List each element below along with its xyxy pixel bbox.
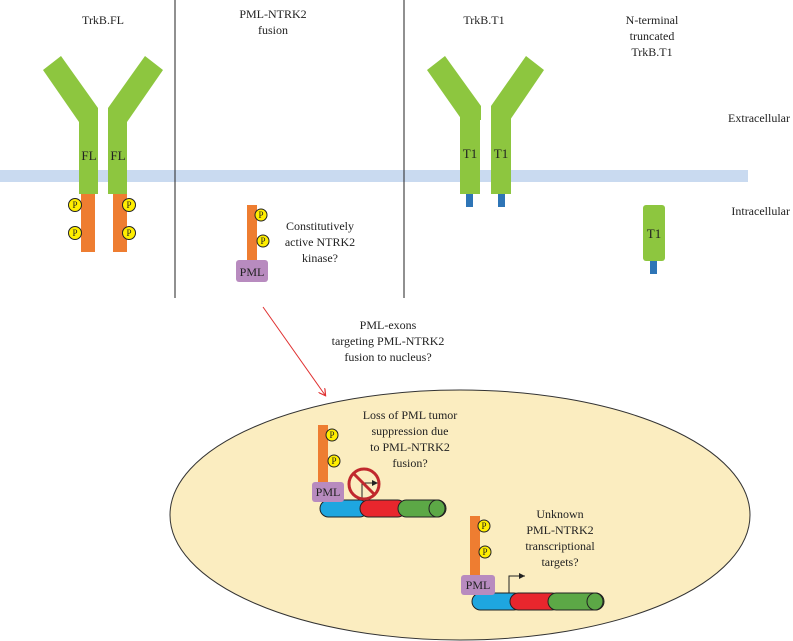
- constitutive-annotation-line2: active NTRK2: [285, 235, 355, 249]
- title-nterm-line1: N-terminal: [626, 13, 679, 27]
- svg-text:P: P: [126, 200, 131, 210]
- pml-domain-label: PML: [316, 485, 341, 499]
- svg-text:P: P: [329, 430, 334, 440]
- nucleus: [169, 389, 751, 641]
- trkb-t1-receptor: [427, 56, 544, 207]
- trkb-fl-receptor: [43, 56, 163, 252]
- phospho-site: P: [122, 226, 136, 240]
- unknown-annotation-line4: targets?: [541, 555, 578, 569]
- title-nterm-line2: truncated: [630, 29, 675, 43]
- t1-label-right: T1: [494, 146, 508, 161]
- intracellular-label: Intracellular: [731, 204, 790, 218]
- phospho-site: P: [122, 198, 136, 212]
- nterm-t1-label: T1: [647, 226, 661, 241]
- pml-ntrk2-fusion-protein: [236, 205, 268, 282]
- phospho-site: P: [325, 428, 339, 442]
- svg-text:P: P: [482, 547, 487, 557]
- title-pml-ntrk2-line2: fusion: [258, 23, 288, 37]
- phospho-site: P: [256, 234, 270, 248]
- phospho-site: P: [327, 454, 341, 468]
- unknown-annotation-line1: Unknown: [536, 507, 583, 521]
- svg-text:P: P: [258, 210, 263, 220]
- dna-segment-upper: [319, 499, 447, 518]
- svg-text:P: P: [260, 236, 265, 246]
- loss-annotation-line2: suppression due: [372, 424, 449, 438]
- phospho-site: P: [254, 208, 268, 222]
- svg-text:P: P: [331, 456, 336, 466]
- extracellular-label: Extracellular: [728, 111, 790, 125]
- loss-annotation-line4: fusion?: [392, 456, 427, 470]
- dna-segment-lower: [471, 592, 605, 611]
- svg-text:P: P: [72, 228, 77, 238]
- fl-label-right: FL: [110, 148, 125, 163]
- title-trkb-t1: TrkB.T1: [463, 13, 504, 27]
- exons-annotation-line1: PML-exons: [360, 318, 417, 332]
- phospho-site: P: [478, 545, 492, 559]
- svg-text:P: P: [72, 200, 77, 210]
- constitutive-annotation-line1: Constitutively: [286, 219, 354, 233]
- t1-label-left: T1: [463, 146, 477, 161]
- nterm-truncated-t1: [643, 205, 665, 274]
- unknown-annotation-line3: transcriptional: [525, 539, 595, 553]
- nuclear-fusion-protein-upper: [312, 425, 344, 502]
- exons-annotation-line2: targeting PML-NTRK2: [332, 334, 445, 348]
- pml-domain-label: PML: [240, 265, 265, 279]
- loss-annotation-line1: Loss of PML tumor: [363, 408, 458, 422]
- svg-text:P: P: [126, 228, 131, 238]
- transcription-start-arrow: [508, 573, 525, 593]
- title-nterm-line3: TrkB.T1: [631, 45, 672, 59]
- pml-domain-label: PML: [466, 578, 491, 592]
- phospho-site: P: [477, 519, 491, 533]
- phospho-site: P: [68, 226, 82, 240]
- unknown-annotation-line2: PML-NTRK2: [526, 523, 593, 537]
- phospho-site: P: [68, 198, 82, 212]
- exons-annotation-line3: fusion to nucleus?: [344, 350, 431, 364]
- prohibition-icon: [347, 467, 381, 501]
- constitutive-annotation-line3: kinase?: [302, 251, 338, 265]
- loss-annotation-line3: to PML-NTRK2: [370, 440, 450, 454]
- svg-text:P: P: [481, 521, 486, 531]
- title-trkb-fl: TrkB.FL: [82, 13, 124, 27]
- title-pml-ntrk2-line1: PML-NTRK2: [239, 7, 306, 21]
- cell-membrane: [0, 170, 748, 182]
- nuclear-fusion-protein-lower: [461, 516, 495, 595]
- nuclear-translocation-arrow: [262, 306, 325, 395]
- fl-label-left: FL: [81, 148, 96, 163]
